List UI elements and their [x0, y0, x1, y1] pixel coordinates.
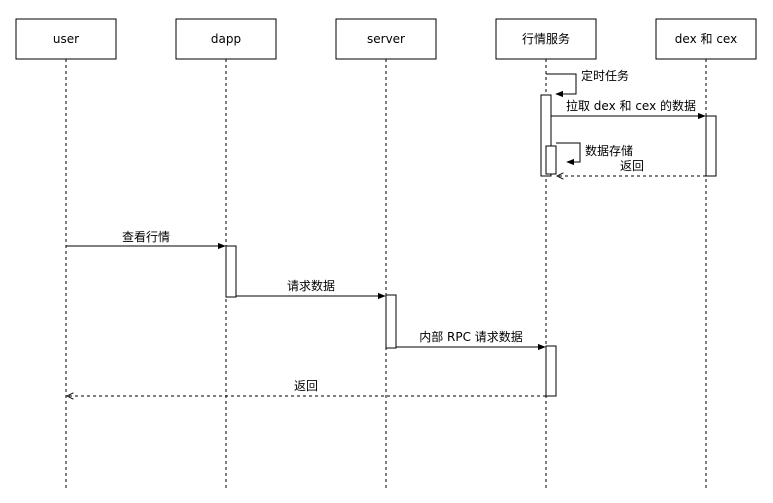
message-label: 定时任务 — [581, 68, 629, 83]
activation-server — [385, 294, 397, 349]
message-arrow — [546, 73, 577, 98]
message-arrow — [556, 142, 581, 166]
message-view-quotes: 查看行情 — [66, 230, 226, 250]
activation-quote-service-nested — [545, 145, 557, 175]
activation-quote-service-1 — [540, 94, 552, 177]
participant-user[interactable]: user — [15, 18, 117, 60]
participant-label: dapp — [211, 32, 241, 46]
activation-dapp — [225, 245, 237, 298]
participant-label: server — [367, 32, 405, 46]
participant-box — [655, 18, 757, 60]
message-data-storage: 数据存储 — [556, 142, 633, 166]
message-label: 请求数据 — [287, 278, 335, 293]
message-request-data: 请求数据 — [236, 278, 386, 300]
message-scheduled-task: 定时任务 — [546, 68, 629, 98]
message-label: 返回 — [294, 379, 318, 393]
message-label: 拉取 dex 和 cex 的数据 — [566, 98, 696, 113]
message-label: 数据存储 — [585, 143, 633, 158]
message-label: 返回 — [620, 159, 644, 173]
participant-label: dex 和 cex — [675, 32, 737, 46]
activation-quote-service-2 — [545, 345, 557, 397]
message-fetch-dex-cex-data: 拉取 dex 和 cex 的数据 — [551, 98, 706, 120]
participant-box — [15, 18, 117, 60]
participant-quote-service[interactable]: 行情服务 — [495, 18, 597, 60]
message-return-to-user: 返回 — [67, 379, 546, 396]
participant-dapp[interactable]: dapp — [175, 18, 277, 60]
participant-box — [175, 18, 277, 60]
message-label: 内部 RPC 请求数据 — [419, 329, 523, 344]
participant-label: user — [53, 32, 79, 46]
message-label: 查看行情 — [122, 230, 170, 244]
message-internal-rpc-request: 内部 RPC 请求数据 — [396, 329, 546, 351]
participant-box — [335, 18, 437, 60]
participant-label: 行情服务 — [522, 31, 570, 46]
participant-box — [495, 18, 597, 60]
message-return-dex-cex: 返回 — [557, 159, 706, 176]
activation-dex-cex — [705, 115, 717, 177]
participant-server[interactable]: server — [335, 18, 437, 60]
participant-dex-cex[interactable]: dex 和 cex — [655, 18, 757, 60]
